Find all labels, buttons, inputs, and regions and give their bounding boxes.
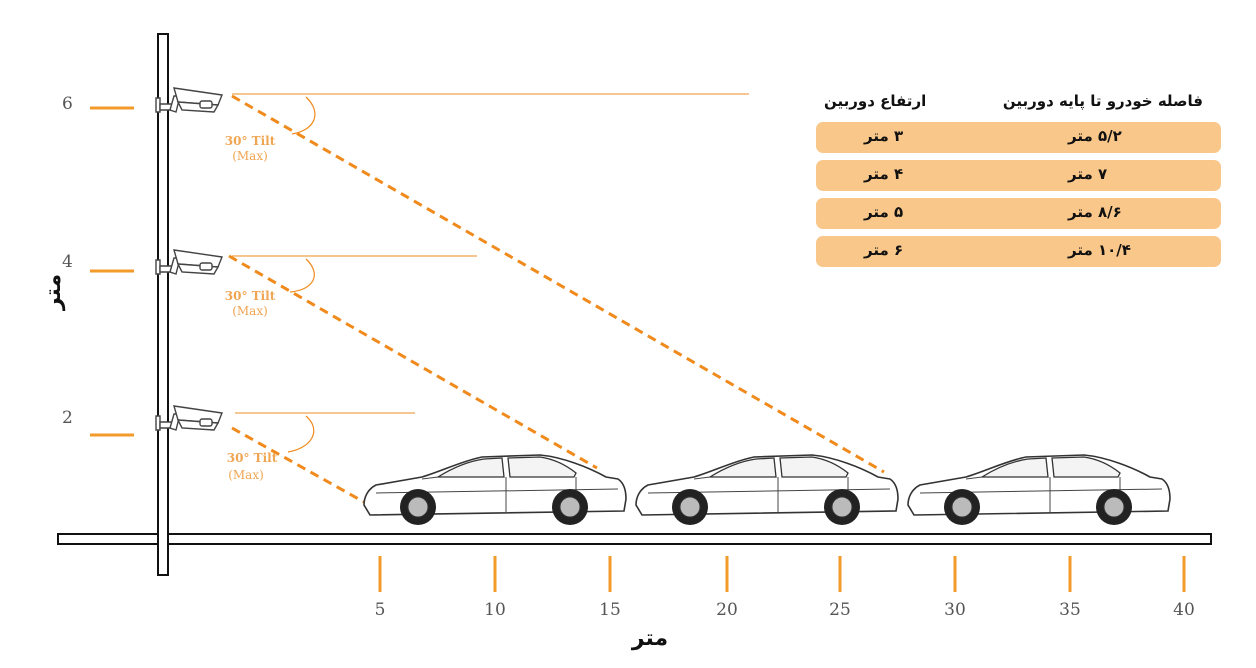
x-tick-label: 35 (1059, 600, 1081, 620)
x-tick-label: 15 (599, 600, 621, 620)
y-tick-label: 6 (62, 94, 73, 114)
x-axis-unit-label: متر (631, 626, 668, 651)
camera-beam (228, 254, 598, 470)
tilt-sub-label: (Max) (228, 468, 264, 482)
header-height: ارتفاع دوربین (824, 92, 927, 110)
tilt-arc (291, 96, 316, 135)
car-icon (363, 454, 627, 526)
x-tick-label: 25 (829, 600, 851, 620)
x-tick-label: 20 (716, 600, 738, 620)
car-icon (635, 454, 899, 526)
cell-distance: ۸/۶ متر (1068, 203, 1122, 221)
table-header: فاصله خودرو تا پایه دوربین ارتفاع دوربین (816, 88, 1221, 122)
tilt-sub-label: (Max) (232, 304, 268, 318)
x-tick-label: 10 (484, 600, 506, 620)
cell-height: ۶ متر (864, 241, 904, 259)
tilt-arc (289, 258, 315, 293)
table-row: ۷ متر ۴ متر (816, 160, 1221, 191)
table-row: ۵/۲ متر ۳ متر (816, 122, 1221, 153)
tilt-sub-label: (Max) (232, 149, 268, 163)
cell-height: ۴ متر (864, 165, 904, 183)
x-tick-label: 40 (1173, 600, 1195, 620)
tilt-label: 30° Tilt (227, 451, 278, 465)
cell-height: ۵ متر (864, 203, 904, 221)
x-tick-label: 30 (944, 600, 966, 620)
cell-distance: ۵/۲ متر (1068, 127, 1122, 145)
tilt-label: 30° Tilt (225, 289, 276, 303)
y-tick-label: 2 (62, 408, 73, 428)
ground-line (57, 533, 1212, 545)
distance-table: فاصله خودرو تا پایه دوربین ارتفاع دوربین… (816, 88, 1221, 274)
x-tick-label: 5 (375, 600, 386, 620)
y-tick-label: 4 (62, 252, 73, 272)
camera-beam (231, 426, 365, 504)
tilt-label: 30° Tilt (225, 134, 276, 148)
camera-pole (157, 33, 169, 576)
cell-distance: ۷ متر (1068, 165, 1108, 183)
table-row: ۸/۶ متر ۵ متر (816, 198, 1221, 229)
header-distance: فاصله خودرو تا پایه دوربین (1002, 92, 1203, 110)
y-axis-unit-label: متر (41, 274, 66, 311)
cell-height: ۳ متر (864, 127, 904, 145)
table-row: ۱۰/۴ متر ۶ متر (816, 236, 1221, 267)
tilt-arc (287, 415, 315, 453)
camera-beam (231, 94, 885, 474)
car-icon (907, 454, 1171, 526)
cell-distance: ۱۰/۴ متر (1068, 241, 1131, 259)
